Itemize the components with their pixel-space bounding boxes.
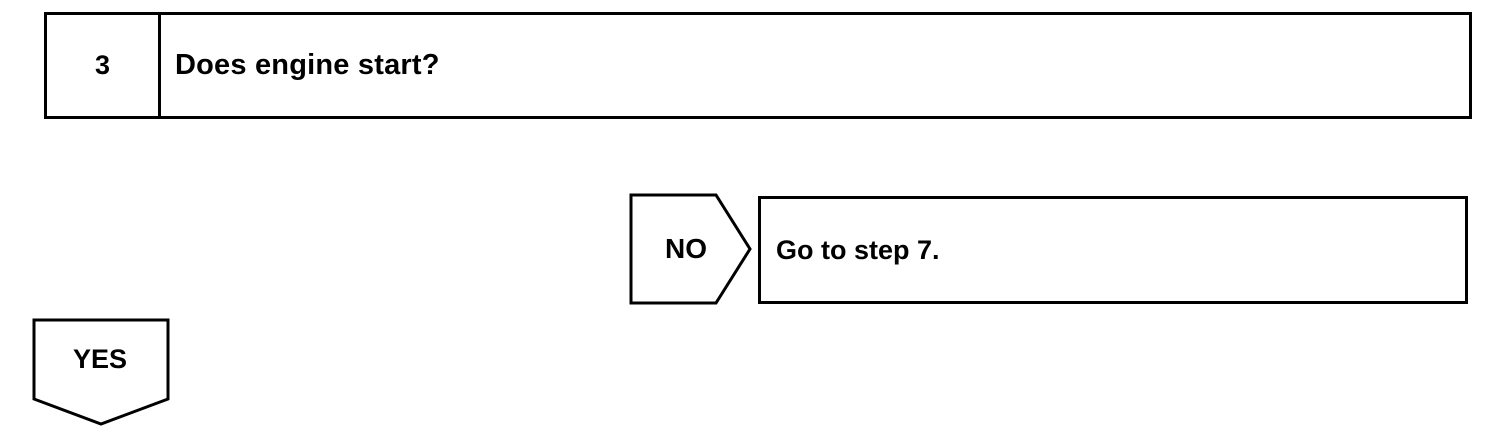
no-branch-action-text: Go to step 7. (776, 234, 940, 265)
step-box: 3 Does engine start? (44, 12, 1472, 119)
step-question: Does engine start? (175, 49, 440, 81)
no-arrow-shape (629, 193, 752, 305)
no-branch-action: Go to step 7. (758, 196, 1468, 304)
no-branch-label: NO (665, 233, 707, 264)
yes-branch-label: YES (72, 343, 128, 374)
step-number: 3 (47, 15, 161, 116)
yes-arrow-shape (32, 318, 170, 426)
